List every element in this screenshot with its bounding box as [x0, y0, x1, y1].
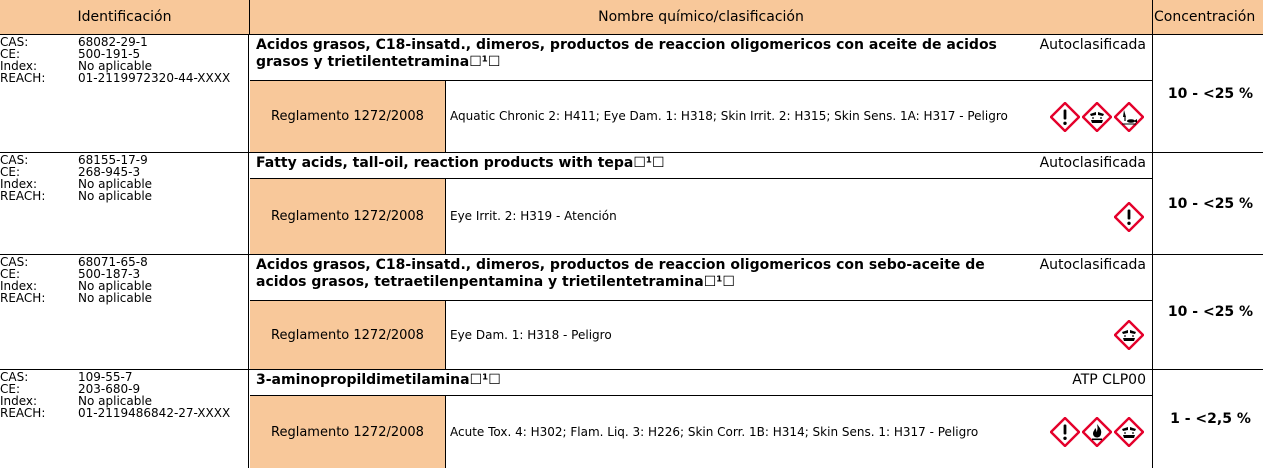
hazard-text: Eye Irrit. 2: H319 - Atención — [450, 209, 617, 223]
substance-name: Fatty acids, tall-oil, reaction products… — [256, 155, 665, 171]
index-label: Index: — [0, 59, 38, 73]
substance-row: CAS: 68155-17-9 CE: 268-945-3 Index: No apl… — [0, 153, 1263, 254]
divider — [0, 254, 1263, 255]
index-label: Index: — [0, 177, 38, 191]
cas-label: CAS: — [0, 153, 29, 167]
corrosion-icon — [1113, 416, 1145, 448]
cas-label: CAS: — [0, 35, 29, 49]
classification-status: ATP CLP00 — [1072, 372, 1146, 388]
index-label: Index: — [0, 394, 38, 408]
substance-name: Acidos grasos, C18-insatd., dimeros, pro… — [256, 257, 985, 290]
ce-value: 203-680-9 — [78, 382, 141, 396]
classification-status: Autoclasificada — [1039, 37, 1146, 53]
ce-value: 500-187-3 — [78, 267, 141, 281]
substance-row: CAS: 109-55-7 CE: 203-680-9 Index: No aplic… — [0, 370, 1263, 468]
classification-status: Autoclasificada — [1039, 257, 1146, 273]
divider — [0, 34, 1263, 35]
ce-label: CE: — [0, 47, 21, 61]
ce-label: CE: — [0, 267, 21, 281]
ce-label: CE: — [0, 382, 21, 396]
regulation-label: Reglamento 1272/2008 — [250, 81, 446, 152]
index-value: No aplicable — [78, 279, 153, 293]
concentration-value: 10 - <25 % — [1167, 304, 1254, 320]
substance-row: CAS: 68082-29-1 CE: 500-191-5 Index: No apl… — [0, 35, 1263, 152]
reach-value: No aplicable — [78, 189, 153, 203]
divider — [0, 369, 1263, 370]
cas-value: 68071-65-8 — [78, 255, 148, 269]
environment-icon — [1113, 100, 1145, 133]
index-value: No aplicable — [78, 394, 153, 408]
corrosion-icon — [1081, 100, 1113, 133]
pictogram-group — [1113, 301, 1145, 369]
reach-label: REACH: — [0, 291, 46, 305]
header-concentration: Concentración — [1153, 0, 1263, 34]
classification-cell: 3-aminopropildimetilamina☐¹☐ ATP CLP00 R… — [250, 370, 1153, 468]
corrosion-icon — [1113, 319, 1145, 351]
substance-name-row: Acidos grasos, C18-insatd., dimeros, pro… — [250, 35, 1152, 81]
concentration-value: 10 - <25 % — [1167, 195, 1254, 212]
hazard-text: Acute Tox. 4: H302; Flam. Liq. 3: H226; … — [450, 424, 979, 439]
divider — [0, 152, 1263, 153]
header-identification: Identificación — [0, 0, 250, 34]
substance-name: 3-aminopropildimetilamina☐¹☐ — [256, 372, 501, 388]
substance-row: CAS: 68071-65-8 CE: 500-187-3 Index: No apl… — [0, 255, 1263, 369]
substance-name-row: 3-aminopropildimetilamina☐¹☐ ATP CLP00 — [250, 370, 1152, 396]
hazard-text: Aquatic Chronic 2: H411; Eye Dam. 1: H31… — [450, 109, 1008, 123]
ce-value: 268-945-3 — [78, 165, 141, 179]
identification-cell: CAS: 109-55-7 CE: 203-680-9 Index: No aplic… — [0, 370, 249, 468]
classification-cell: Acidos grasos, C18-insatd., dimeros, pro… — [250, 35, 1153, 152]
identification-cell: CAS: 68071-65-8 CE: 500-187-3 Index: No apl… — [0, 255, 249, 369]
exclamation-icon — [1113, 200, 1145, 233]
classification-cell: Acidos grasos, C18-insatd., dimeros, pro… — [250, 255, 1153, 369]
exclamation-icon — [1049, 416, 1081, 448]
classification-status: Autoclasificada — [1039, 155, 1146, 171]
reach-label: REACH: — [0, 189, 46, 203]
index-label: Index: — [0, 279, 38, 293]
cas-value: 68155-17-9 — [78, 153, 148, 167]
flame-icon — [1081, 416, 1113, 448]
hazard-statements: Acute Tox. 4: H302; Flam. Liq. 3: H226; … — [450, 396, 1030, 468]
index-value: No aplicable — [78, 177, 153, 191]
reach-label: REACH: — [0, 406, 46, 420]
hazard-statements: Eye Irrit. 2: H319 - Atención — [450, 179, 1030, 254]
identification-cell: CAS: 68082-29-1 CE: 500-191-5 Index: No apl… — [0, 35, 249, 152]
exclamation-icon — [1049, 100, 1081, 133]
substance-name-row: Fatty acids, tall-oil, reaction products… — [250, 153, 1152, 179]
pictogram-group — [1049, 81, 1145, 152]
reach-value: No aplicable — [78, 291, 153, 305]
ce-value: 500-191-5 — [78, 47, 141, 61]
ce-label: CE: — [0, 165, 21, 179]
cas-value: 68082-29-1 — [78, 35, 148, 49]
index-value: No aplicable — [78, 59, 153, 73]
hazard-statements: Eye Dam. 1: H318 - Peligro — [450, 301, 1030, 369]
pictogram-group — [1113, 179, 1145, 254]
concentration-value: 1 - <2,5 % — [1170, 411, 1251, 427]
header-chemical-name: Nombre químico/clasificación — [250, 0, 1153, 34]
pictogram-group — [1049, 396, 1145, 468]
hazard-text: Eye Dam. 1: H318 - Peligro — [450, 327, 612, 342]
substance-name: Acidos grasos, C18-insatd., dimeros, pro… — [256, 37, 997, 70]
cas-label: CAS: — [0, 255, 29, 269]
identification-cell: CAS: 68155-17-9 CE: 268-945-3 Index: No apl… — [0, 153, 249, 254]
regulation-label: Reglamento 1272/2008 — [250, 396, 446, 468]
cas-value: 109-55-7 — [78, 370, 133, 384]
reach-label: REACH: — [0, 71, 46, 85]
concentration-value: 10 - <25 % — [1167, 85, 1254, 102]
reach-value: 01-2119972320-44-XXXX — [78, 71, 231, 85]
classification-cell: Fatty acids, tall-oil, reaction products… — [250, 153, 1153, 254]
hazard-statements: Aquatic Chronic 2: H411; Eye Dam. 1: H31… — [450, 81, 1030, 152]
cas-label: CAS: — [0, 370, 29, 384]
regulation-label: Reglamento 1272/2008 — [250, 301, 446, 369]
reach-value: 01-2119486842-27-XXXX — [78, 406, 231, 420]
substance-name-row: Acidos grasos, C18-insatd., dimeros, pro… — [250, 255, 1152, 301]
regulation-label: Reglamento 1272/2008 — [250, 179, 446, 254]
